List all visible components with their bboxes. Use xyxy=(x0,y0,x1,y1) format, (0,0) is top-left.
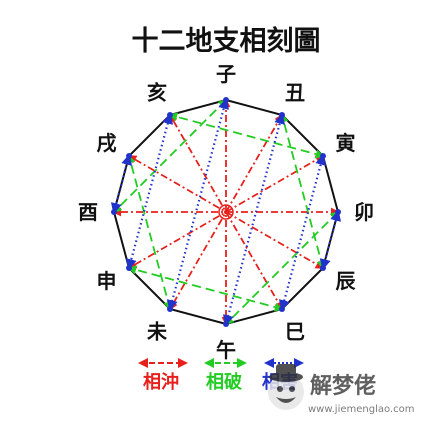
branch-label-0: 子 xyxy=(216,62,236,86)
legend-item-po: 相破 xyxy=(204,358,247,393)
vertex-dot-卯 xyxy=(335,209,341,215)
watermark-url: www.jiemenglao.com xyxy=(308,404,414,415)
vertex-dot-丑 xyxy=(279,112,285,119)
center-mark xyxy=(218,204,234,220)
hai-line-酉-戌 xyxy=(110,153,133,215)
vertex-dot-寅 xyxy=(319,153,326,159)
branch-label-5: 巳 xyxy=(285,320,305,344)
watermark: 解梦佬 www.jiemenglao.com xyxy=(268,364,414,415)
branch-label-4: 辰 xyxy=(336,269,357,293)
hai-line-子-未 xyxy=(166,97,230,312)
vertex-dot-子 xyxy=(223,97,229,103)
po-line-巳-申 xyxy=(127,265,284,312)
branch-label-1: 丑 xyxy=(285,81,305,105)
detective-icon xyxy=(268,364,304,410)
vertex-dot-酉 xyxy=(111,209,117,215)
vertex-dots xyxy=(111,97,341,327)
branch-label-2: 寅 xyxy=(336,131,356,155)
branch-label-3: 卯 xyxy=(354,200,374,224)
vertex-dot-未 xyxy=(167,305,173,312)
vertex-dot-巳 xyxy=(279,305,285,312)
legend-label-po: 相破 xyxy=(206,371,242,393)
hai-line-卯-辰 xyxy=(319,209,342,271)
po-line-寅-亥 xyxy=(168,112,325,159)
hai-line-申-亥 xyxy=(125,112,174,271)
branch-label-7: 未 xyxy=(147,320,167,344)
vertex-dot-午 xyxy=(223,321,229,327)
legend-item-chong: 相沖 xyxy=(138,358,188,393)
vertex-dot-申 xyxy=(126,265,133,271)
branch-label-11: 亥 xyxy=(147,81,167,105)
branch-label-6: 午 xyxy=(216,338,236,362)
hai-line-丑-午 xyxy=(222,112,286,327)
po-line-未-戌 xyxy=(126,154,173,311)
vertex-dot-戌 xyxy=(126,153,133,159)
watermark-brand: 解梦佬 xyxy=(310,373,376,399)
diagram-title: 十二地支相刻圖 xyxy=(132,25,321,57)
branch-label-8: 申 xyxy=(97,269,117,293)
po-line-辰-丑 xyxy=(279,113,326,270)
branch-label-10: 戌 xyxy=(97,131,117,155)
vertex-dot-辰 xyxy=(319,265,326,271)
hai-line-寅-巳 xyxy=(278,153,327,312)
branch-label-9: 酉 xyxy=(78,200,98,224)
vertex-dot-亥 xyxy=(167,112,173,119)
legend-label-chong: 相沖 xyxy=(143,371,179,393)
